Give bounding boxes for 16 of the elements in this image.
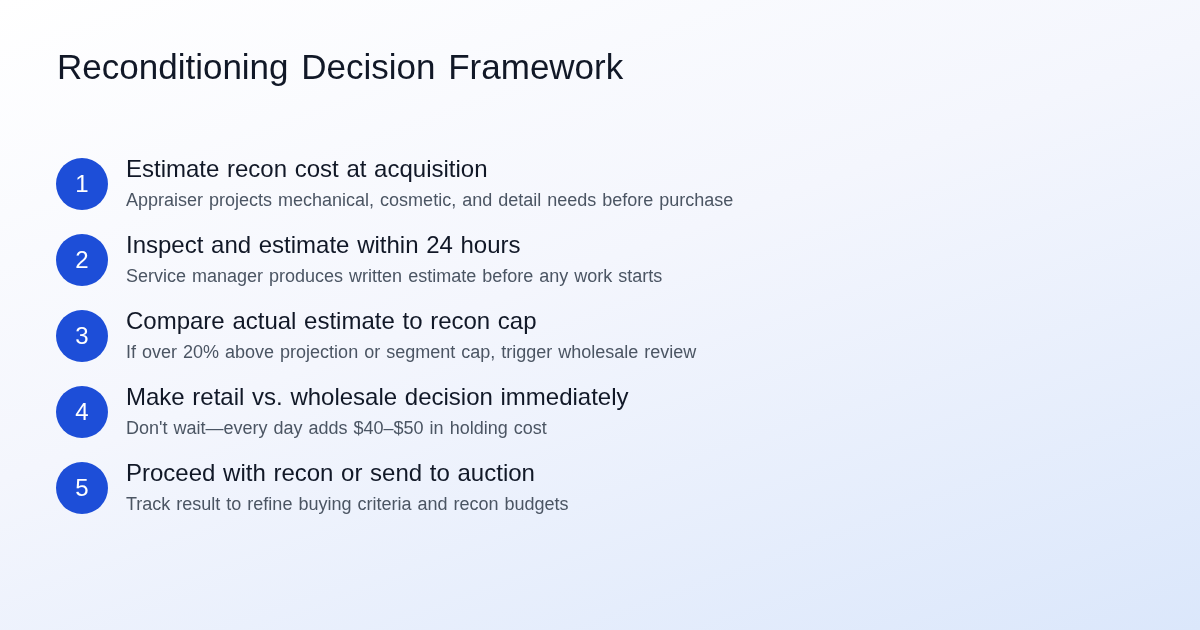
- step-description: Track result to refine buying criteria and recon budgets: [126, 494, 569, 515]
- step-number-circle: 1: [56, 158, 108, 210]
- step-heading: Compare actual estimate to recon cap: [126, 307, 537, 335]
- step-description: Don't wait—every day adds $40–$50 in holding cost: [126, 418, 547, 439]
- step-heading: Inspect and estimate within 24 hours: [126, 231, 521, 259]
- step-heading: Estimate recon cost at acquisition: [126, 155, 488, 183]
- step-number-circle: 3: [56, 310, 108, 362]
- step-description: Service manager produces written estimate before any work starts: [126, 266, 663, 287]
- title: Reconditioning Decision Framework: [57, 47, 624, 87]
- step-description: Appraiser projects mechanical, cosmetic, and detail needs before purchase: [126, 190, 734, 211]
- step-heading: Make retail vs. wholesale decision immediately: [126, 383, 629, 411]
- step-number-circle: 5: [56, 462, 108, 514]
- step-number-circle: 2: [56, 234, 108, 286]
- step-heading: Proceed with recon or send to auction: [126, 459, 535, 487]
- step-number-circle: 4: [56, 386, 108, 438]
- step-description: If over 20% above projection or segment cap, trigger wholesale review: [126, 342, 697, 363]
